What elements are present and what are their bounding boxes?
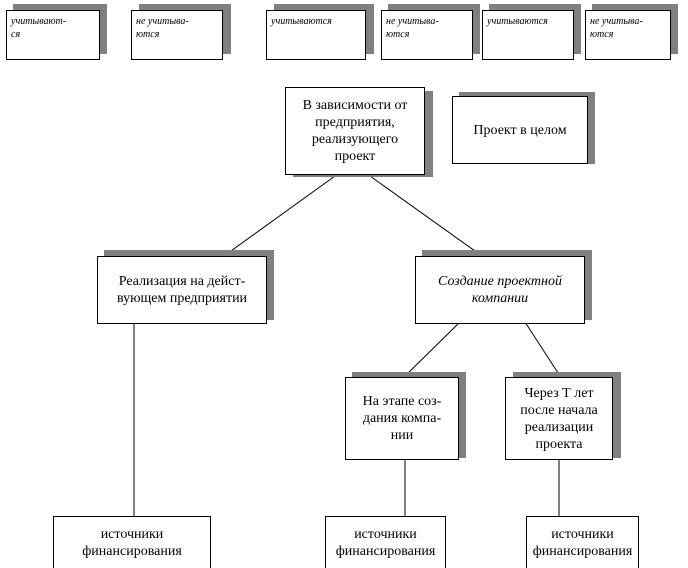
creation-stage-label: На этапе соз- дания компа- нии: [362, 394, 442, 443]
financing-source-2-label: источники финансирования: [335, 527, 436, 559]
top-box-6-label: не учитыва- ются: [590, 16, 643, 40]
financing-source-3-label: источники финансирования: [532, 527, 633, 559]
top-box-1-label: учитывают- ся: [11, 16, 67, 40]
top-box-1: учитывают- ся: [6, 10, 100, 60]
existing-enterprise-node: Реализация на дейст- вующем предприятии: [97, 256, 267, 324]
financing-source-1-label: источники финансирования: [82, 527, 182, 559]
financing-source-2: источники финансирования: [325, 516, 446, 568]
project-whole-node: Проект в целом: [452, 96, 588, 164]
enterprise-node-label: В зависимости от предприятия, реализующе…: [302, 98, 408, 164]
connector-newco-creation: [404, 321, 461, 377]
project-whole-label: Проект в целом: [473, 122, 567, 138]
financing-source-3: источники финансирования: [526, 516, 639, 568]
after-t-label: Через Т лет после начала реализации прое…: [520, 385, 598, 452]
after-t-node: Через Т лет после начала реализации прое…: [505, 377, 613, 460]
top-box-4-label: не учитыва- ются: [386, 16, 439, 40]
top-box-3-label: учитываются: [271, 16, 332, 27]
connector-enterprise-existing: [223, 175, 336, 257]
financing-source-1: источники финансирования: [53, 516, 211, 568]
top-box-2-label: не учитыва- ются: [136, 16, 189, 40]
existing-enterprise-label: Реализация на дейст- вующем предприятии: [116, 274, 248, 306]
project-company-node: Создание проектной компании: [415, 256, 585, 324]
creation-stage-node: На этапе соз- дания компа- нии: [345, 377, 459, 460]
connector-enterprise-newco: [369, 175, 483, 257]
top-box-5-label: учитываются: [487, 16, 548, 27]
top-box-3: учитываются: [266, 10, 366, 60]
top-box-6: не учитыва- ются: [585, 10, 671, 60]
connector-newco-after: [524, 321, 561, 377]
top-box-2: не учитыва- ются: [131, 10, 223, 60]
project-company-label: Создание проектной компании: [438, 274, 562, 306]
top-box-4: не учитыва- ются: [381, 10, 473, 60]
top-box-5: учитываются: [482, 10, 574, 60]
enterprise-node: В зависимости от предприятия, реализующе…: [285, 87, 425, 175]
